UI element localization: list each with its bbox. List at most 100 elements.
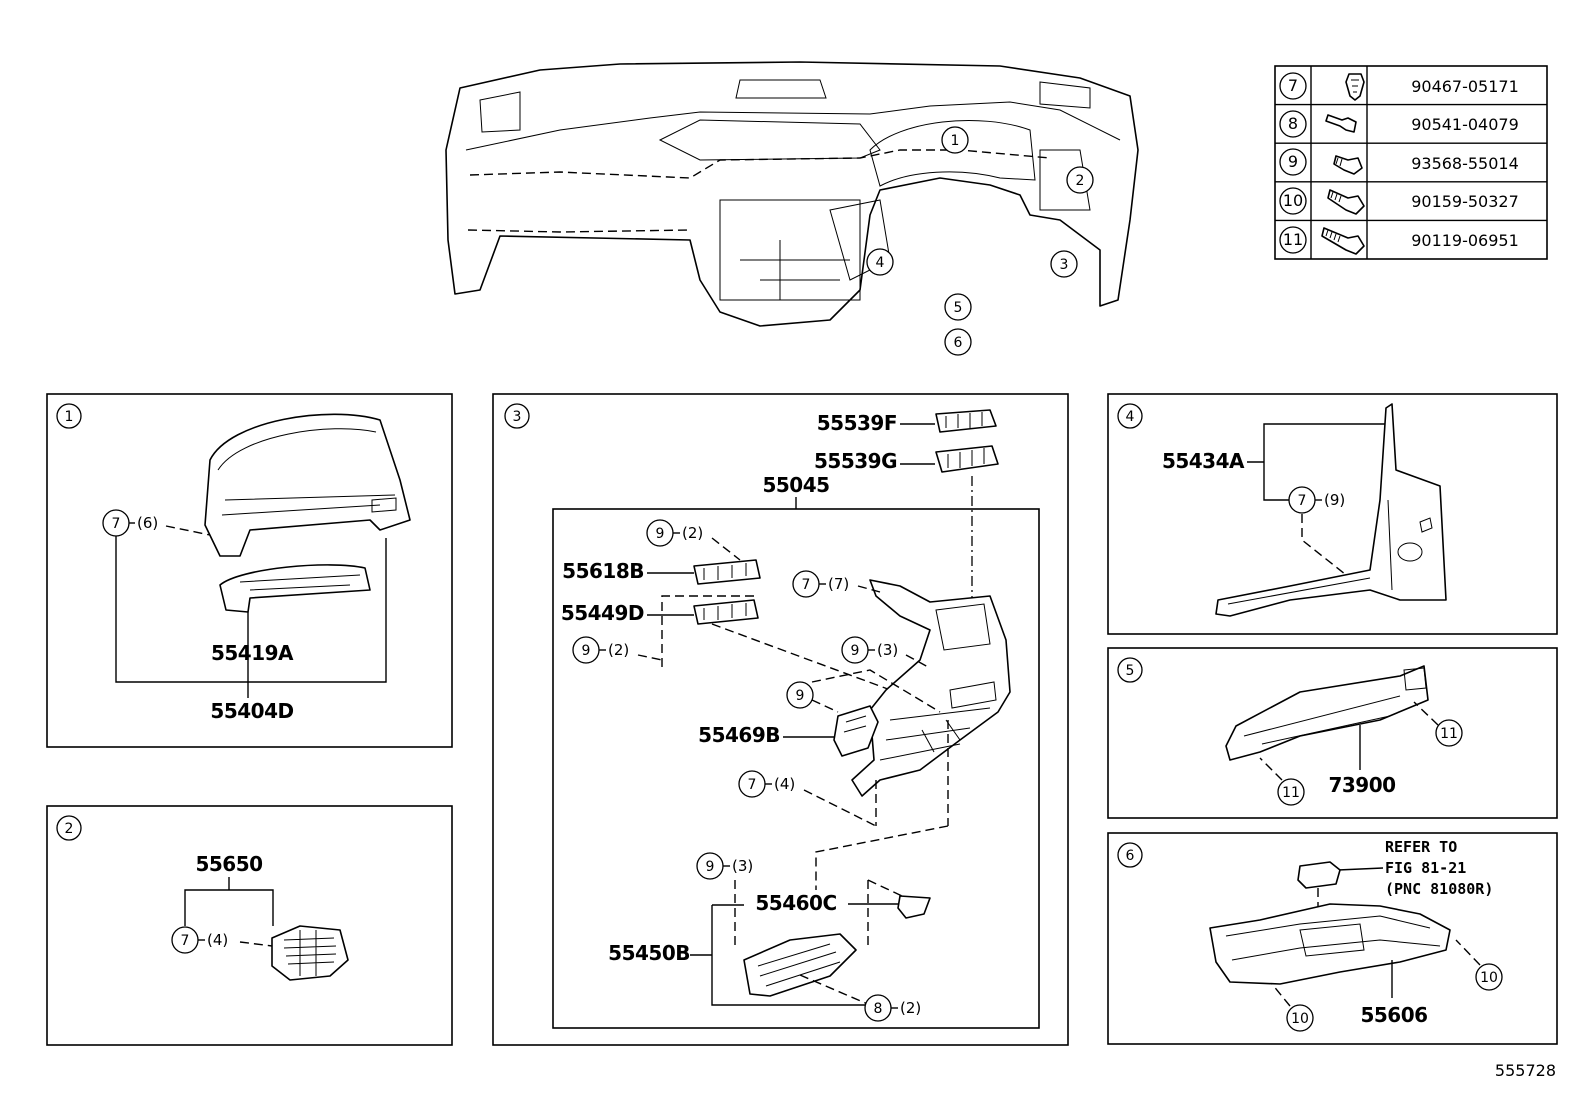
- svg-text:(2): (2): [608, 641, 629, 659]
- svg-text:(2): (2): [900, 999, 921, 1017]
- label-55460C: 55460C: [755, 891, 836, 915]
- panel-number: 6: [1126, 848, 1135, 864]
- panel-4: 4 55434A 7 (9): [1107, 393, 1558, 635]
- svg-text:10: 10: [1283, 191, 1303, 210]
- callout-6: 6: [954, 335, 963, 351]
- svg-text:9: 9: [582, 643, 591, 659]
- svg-text:93568-55014: 93568-55014: [1411, 154, 1519, 173]
- svg-text:90159-50327: 90159-50327: [1411, 192, 1519, 211]
- svg-text:90119-06951: 90119-06951: [1411, 231, 1519, 250]
- label-55419A: 55419A: [211, 641, 294, 665]
- refer-line: REFER TO: [1385, 838, 1457, 856]
- cover-part: [897, 895, 931, 919]
- switch-part: [935, 445, 999, 473]
- callout-3: 3: [1060, 257, 1069, 273]
- center-console-part: [851, 579, 1011, 797]
- callout-5: 5: [954, 300, 963, 316]
- svg-text:(4): (4): [774, 775, 795, 793]
- svg-text:7: 7: [1288, 76, 1298, 95]
- console-base-part: [1209, 903, 1451, 985]
- fastener-row: 9 93568-55014: [1279, 148, 1519, 176]
- fastener-table: 7 90467-05171 8 90541-04079 9 93568-5501…: [1274, 65, 1548, 260]
- svg-text:90541-04079: 90541-04079: [1411, 115, 1519, 134]
- svg-text:7: 7: [748, 777, 757, 793]
- svg-text:11: 11: [1440, 726, 1458, 742]
- figure-id: 555728: [1495, 1061, 1556, 1080]
- refer-line: FIG 81-21: [1385, 859, 1466, 877]
- svg-text:(9): (9): [1324, 491, 1345, 509]
- callout-4: 4: [876, 255, 885, 271]
- switch-part: [935, 409, 997, 433]
- fastener-row: 10 90159-50327: [1279, 187, 1519, 215]
- svg-text:7: 7: [181, 933, 190, 949]
- label-55606: 55606: [1360, 1003, 1427, 1027]
- svg-text:(3): (3): [877, 641, 898, 659]
- panel-2: 2 55650 7 (4): [46, 805, 453, 1046]
- svg-text:9: 9: [1288, 152, 1298, 171]
- module-part: [1297, 861, 1341, 889]
- fastener-row: 8 90541-04079: [1279, 110, 1519, 138]
- svg-text:8: 8: [874, 1001, 883, 1017]
- svg-text:(4): (4): [207, 931, 228, 949]
- label-73900: 73900: [1328, 773, 1395, 797]
- label-55404D: 55404D: [210, 699, 293, 723]
- clip-icon: [1345, 73, 1365, 101]
- svg-text:8: 8: [1288, 114, 1298, 133]
- panel-5: 5 11 11 73900: [1107, 647, 1558, 819]
- label-55539F: 55539F: [817, 411, 897, 435]
- panel-number: 5: [1126, 663, 1135, 679]
- cluster-panel-part: [219, 564, 371, 613]
- svg-text:9: 9: [796, 688, 805, 704]
- callout-1: 1: [951, 133, 960, 149]
- refer-line: (PNC 81080R): [1385, 880, 1493, 898]
- panel-3: 3 55539F 55539G 55045 9 (2) 55618B 55449…: [492, 393, 1069, 1046]
- label-55045: 55045: [762, 473, 829, 497]
- fastener-row: 7 90467-05171: [1279, 72, 1519, 101]
- svg-text:7: 7: [112, 516, 121, 532]
- bolt-icon: [1321, 227, 1365, 255]
- svg-text:10: 10: [1291, 1011, 1309, 1027]
- pin-icon: [1325, 114, 1357, 133]
- svg-text:7: 7: [802, 577, 811, 593]
- svg-text:11: 11: [1282, 785, 1300, 801]
- lower-panel-part: [1225, 665, 1429, 761]
- svg-text:(7): (7): [828, 575, 849, 593]
- instrument-panel-overview: [445, 61, 1139, 327]
- switch-part: [693, 599, 759, 625]
- svg-text:(3): (3): [732, 857, 753, 875]
- svg-text:(6): (6): [137, 514, 158, 532]
- panel-number: 4: [1126, 409, 1135, 425]
- switch-part: [693, 559, 761, 585]
- svg-text:90467-05171: 90467-05171: [1411, 77, 1519, 96]
- screw-icon: [1333, 155, 1363, 175]
- label-55449D: 55449D: [561, 601, 644, 625]
- panel-6: 6 REFER TO FIG 81-21 (PNC 81080R) 10 10 …: [1107, 832, 1558, 1045]
- svg-text:9: 9: [851, 643, 860, 659]
- meter-hood-part: [204, 413, 411, 557]
- label-55618B: 55618B: [562, 559, 644, 583]
- callout-2: 2: [1076, 173, 1085, 189]
- panel-number: 2: [65, 821, 74, 837]
- side-trim-part: [1215, 403, 1447, 617]
- panel-1: 1 7 (6) 55419A 55404D: [46, 393, 453, 748]
- svg-text:9: 9: [656, 526, 665, 542]
- air-vent-part: [271, 925, 349, 981]
- label-55650: 55650: [195, 852, 262, 876]
- overview-callouts: 1 2 3 4 5 6: [866, 126, 1094, 356]
- svg-text:10: 10: [1480, 970, 1498, 986]
- panel-number: 1: [65, 409, 74, 425]
- bolt-icon: [1327, 189, 1365, 215]
- svg-text:11: 11: [1283, 230, 1303, 249]
- svg-text:(2): (2): [682, 524, 703, 542]
- bracket-part: [833, 705, 879, 757]
- fastener-row: 11 90119-06951: [1279, 226, 1519, 255]
- label-55434A: 55434A: [1162, 449, 1245, 473]
- label-55539G: 55539G: [814, 449, 897, 473]
- panel-number: 3: [513, 409, 522, 425]
- label-55469B: 55469B: [698, 723, 780, 747]
- svg-text:7: 7: [1298, 493, 1307, 509]
- label-55450B: 55450B: [608, 941, 690, 965]
- svg-text:9: 9: [706, 859, 715, 875]
